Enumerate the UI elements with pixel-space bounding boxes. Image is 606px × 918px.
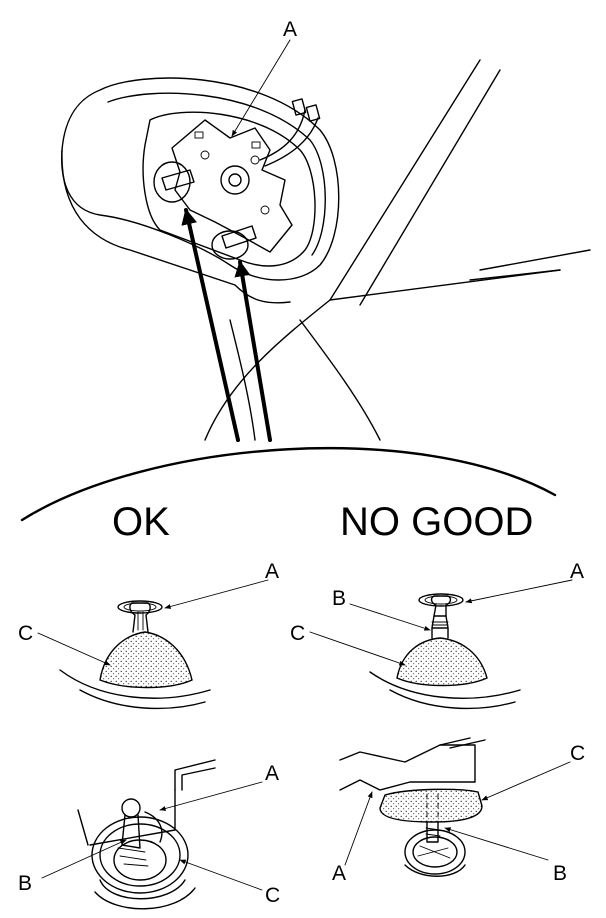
ok-top-detail [37, 579, 269, 710]
mirror-housing-illustration [61, 39, 591, 442]
callout-label-a-top: A [283, 18, 297, 41]
callout-label-c-ok-top: C [18, 622, 33, 645]
no-good-bottom-detail [339, 737, 571, 877]
heading-no-good: NO GOOD [340, 500, 533, 544]
callout-label-b-ng-bottom: B [553, 862, 567, 885]
callout-label-c-ng-bottom: C [570, 742, 585, 765]
callout-label-a-ng-bottom: A [332, 862, 346, 885]
no-good-top-detail [309, 579, 573, 710]
callout-label-a-ng-top: A [570, 560, 584, 583]
callout-label-b-ng-top: B [332, 587, 346, 610]
callout-label-c-ng-top: C [290, 622, 305, 645]
callout-label-a-ok-top: A [265, 560, 279, 583]
callout-label-c-ok-bottom: C [265, 884, 280, 907]
ok-bottom-detail [41, 759, 263, 910]
callout-label-a-ok-bottom: A [265, 762, 279, 785]
heading-ok: OK [112, 500, 170, 544]
callout-label-b-ok-bottom: B [18, 872, 32, 895]
detail-divider-arc [20, 446, 557, 522]
